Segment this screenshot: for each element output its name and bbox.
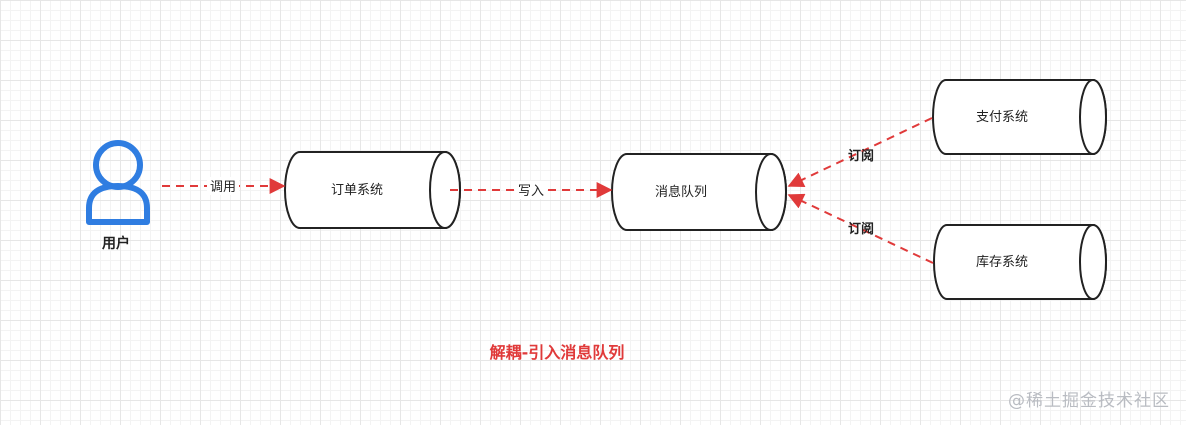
message-queue-node[interactable]: 消息队列 xyxy=(611,153,787,231)
call-edge-label: 调用 xyxy=(210,180,236,195)
inventory-system-node[interactable]: 库存系统 xyxy=(933,224,1107,300)
subscribe-payment-edge-label: 订阅 xyxy=(848,148,874,164)
order-system-label: 订单系统 xyxy=(331,183,383,198)
order-system-node[interactable]: 订单系统 xyxy=(284,151,461,229)
subscribe-inventory-edge xyxy=(787,193,934,264)
user-label: 用户 xyxy=(102,235,130,252)
subscribe-inventory-edge-label: 订阅 xyxy=(848,221,874,237)
inventory-system-label: 库存系统 xyxy=(976,254,1028,270)
payment-system-label: 支付系统 xyxy=(976,110,1028,125)
user-icon xyxy=(86,140,150,225)
message-queue-label: 消息队列 xyxy=(655,184,707,200)
diagram-caption: 解耦-引入消息队列 xyxy=(490,343,625,362)
payment-system-node[interactable]: 支付系统 xyxy=(932,79,1107,155)
watermark: @稀土掘金技术社区 xyxy=(1008,391,1170,411)
write-edge-label: 写入 xyxy=(518,184,544,199)
subscribe-payment-edge xyxy=(787,117,933,188)
